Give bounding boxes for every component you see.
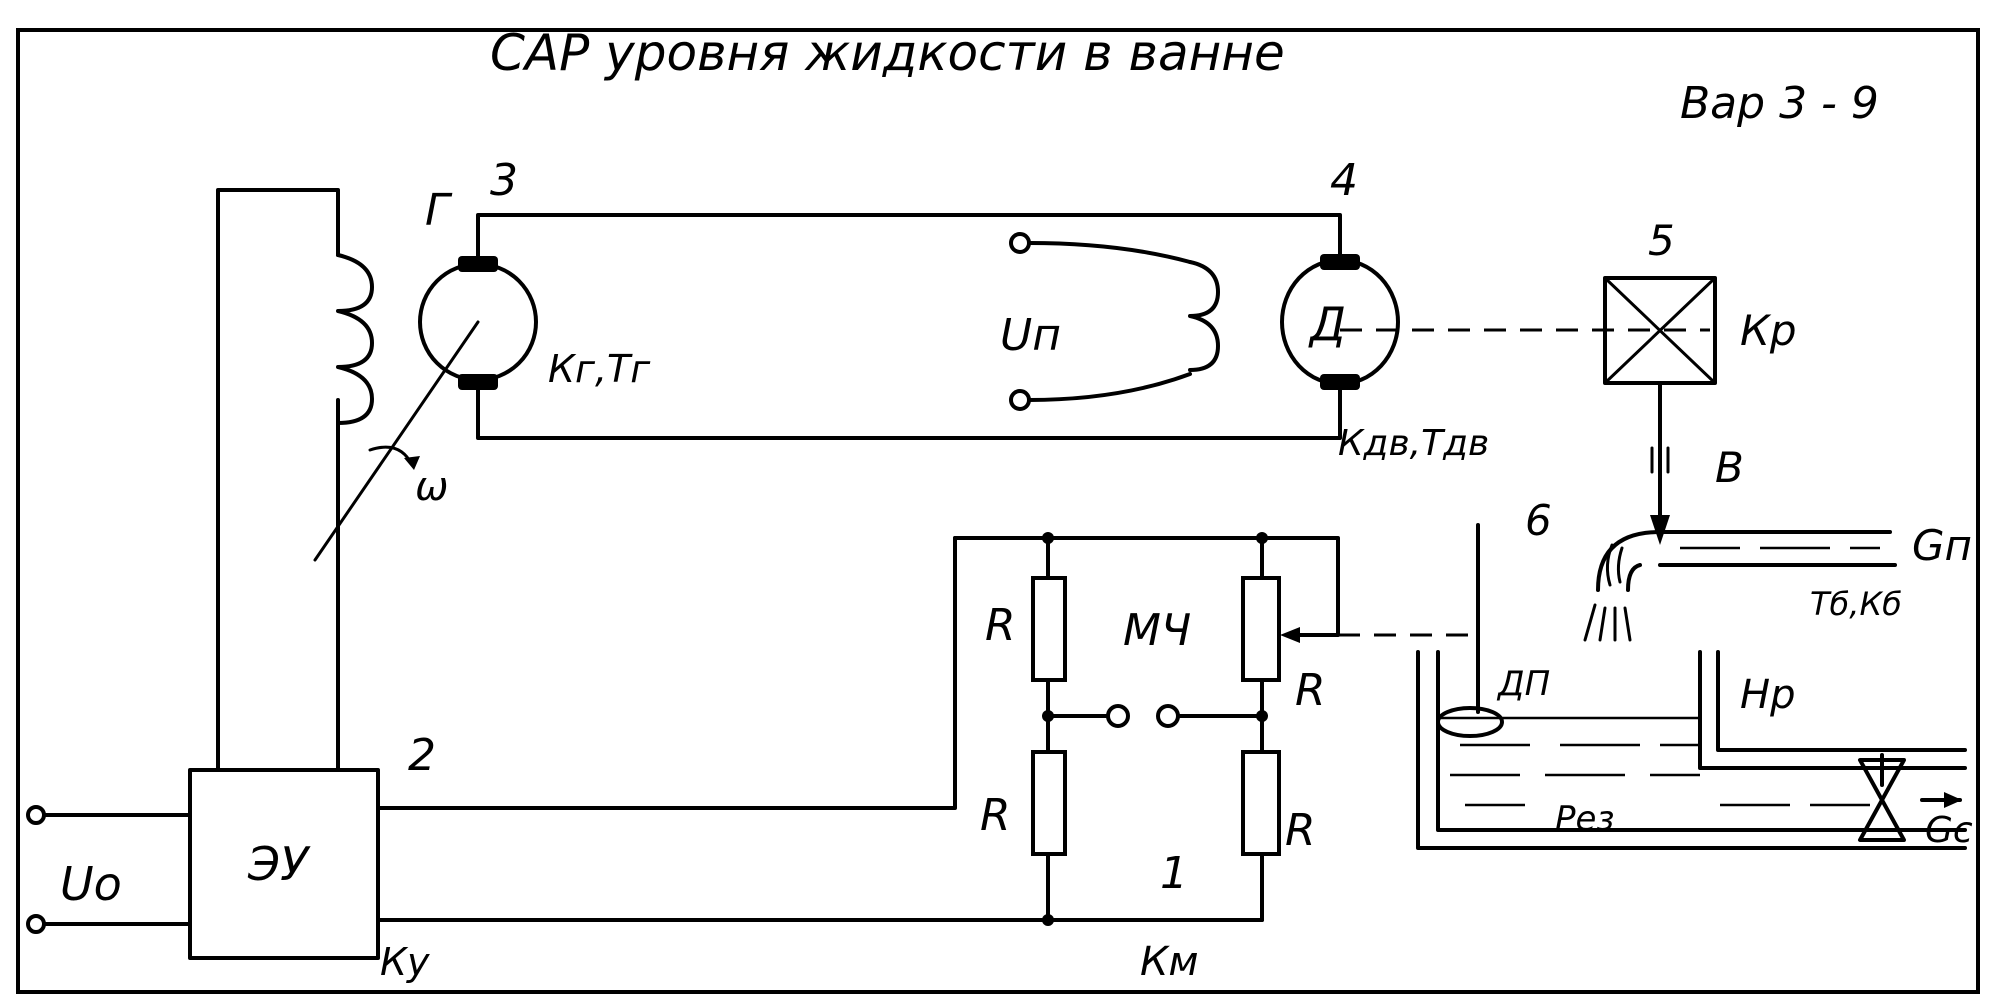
amplifier-number: 2 bbox=[408, 730, 436, 781]
diagram-title: САР уровня жидкости в ванне bbox=[490, 24, 1285, 82]
generator-field-winding bbox=[216, 188, 374, 772]
variant-label: Вар 3 - 9 bbox=[1680, 78, 1879, 129]
measuring-bridge: R R R R МЧ 1 Км bbox=[376, 532, 1340, 985]
input-terminals: Uо bbox=[26, 805, 192, 934]
armature-circuit-bottom bbox=[476, 386, 1342, 440]
bridge-label: МЧ bbox=[1123, 605, 1191, 656]
resistor-label: R bbox=[1285, 805, 1316, 856]
terminal bbox=[1156, 704, 1180, 728]
bridge-gain: Км bbox=[1140, 939, 1199, 985]
pipe-params: Тб,Кб bbox=[1810, 585, 1902, 623]
drawing-frame bbox=[16, 28, 1980, 994]
tank-label: Рез bbox=[1555, 799, 1615, 839]
input-voltage-label: Uо bbox=[60, 857, 122, 911]
sensor-label: ДП bbox=[1496, 664, 1550, 704]
tank: Нр Рез bbox=[1416, 650, 1967, 850]
level-label: Нр bbox=[1740, 672, 1795, 718]
motor: Д 4 Кдв,Тдв bbox=[1280, 155, 1489, 464]
resistor-label: R bbox=[1295, 665, 1326, 716]
terminal bbox=[1106, 704, 1130, 728]
omega-label: ω bbox=[415, 464, 449, 510]
motor-number: 4 bbox=[1330, 155, 1358, 206]
valve-letter: В bbox=[1715, 443, 1744, 492]
generator-params: Кг,Тг bbox=[548, 347, 651, 391]
generator-letter: Г bbox=[425, 185, 453, 236]
outflow-valve: Gс bbox=[1858, 753, 1973, 851]
drive-shaft bbox=[313, 320, 480, 562]
terminal bbox=[1009, 232, 1031, 254]
resistor-label: R bbox=[980, 790, 1011, 841]
inflow-label: Gп bbox=[1912, 521, 1972, 570]
outflow-label: Gс bbox=[1925, 810, 1973, 851]
motor-params: Кдв,Тдв bbox=[1338, 423, 1489, 464]
generator-number: 3 bbox=[490, 155, 518, 206]
motor-field-winding: Uп bbox=[1000, 232, 1220, 411]
sensor-number: 6 bbox=[1525, 496, 1552, 545]
amplifier-gain: Ку bbox=[380, 940, 430, 984]
float-sensor: ДП bbox=[1436, 523, 1550, 738]
regulator-param: Кр bbox=[1740, 306, 1796, 355]
resistor-label: R bbox=[985, 600, 1016, 651]
terminal bbox=[26, 914, 46, 934]
motor-letter: Д bbox=[1308, 297, 1346, 351]
inflow-pipe: Gп Тб,Кб bbox=[1583, 521, 1972, 642]
terminal bbox=[26, 805, 46, 825]
terminal bbox=[1009, 389, 1031, 411]
regulator: 5 Кр bbox=[1603, 216, 1796, 385]
armature-circuit-top bbox=[476, 213, 1342, 258]
field-voltage-label: Uп bbox=[1000, 310, 1061, 361]
generator: Г 3 Кг,Тг bbox=[418, 155, 651, 391]
bridge-number: 1 bbox=[1160, 848, 1188, 899]
amplifier: ЭУ 2 Ку bbox=[188, 730, 436, 984]
amplifier-label: ЭУ bbox=[247, 837, 311, 891]
regulator-number: 5 bbox=[1648, 216, 1675, 265]
